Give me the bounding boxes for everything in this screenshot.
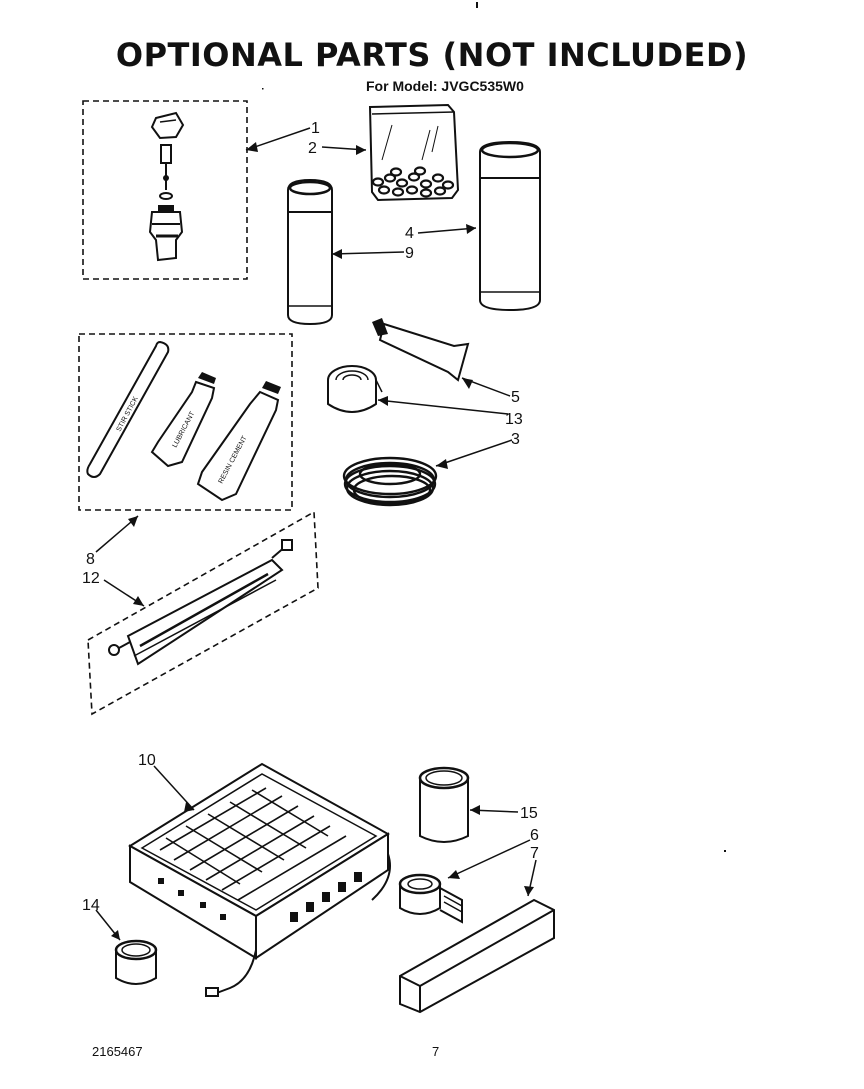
part-10-grid-tray bbox=[128, 762, 391, 997]
part-15-can bbox=[418, 766, 470, 843]
part-4-spray-can bbox=[479, 140, 541, 312]
callout-4: 4 bbox=[405, 225, 414, 242]
callout-15: 15 bbox=[520, 805, 538, 822]
part-3-wire-coil bbox=[342, 456, 438, 507]
lubricant-tube: LUBRICANT bbox=[150, 372, 216, 468]
part-2-oring-bag bbox=[368, 103, 460, 202]
callout-9: 9 bbox=[405, 245, 414, 262]
callout-3: 3 bbox=[511, 431, 520, 448]
model-line: For Model: JVGC535W0 bbox=[366, 78, 524, 94]
part-1-valve-kit bbox=[82, 100, 248, 280]
part-5-tube bbox=[372, 318, 470, 382]
callout-10: 10 bbox=[138, 752, 156, 769]
part-6-tape-roll bbox=[398, 873, 463, 924]
callout-5: 5 bbox=[511, 389, 520, 406]
callout-8: 8 bbox=[86, 551, 95, 568]
part-12-heater-panel bbox=[87, 510, 319, 716]
part-7-foam-block bbox=[399, 898, 555, 1014]
leader-arrowheads bbox=[111, 142, 534, 940]
scan-marks bbox=[262, 2, 726, 852]
page-title: OPTIONAL PARTS (NOT INCLUDED) bbox=[115, 36, 749, 74]
callout-14: 14 bbox=[82, 897, 100, 914]
callout-2: 2 bbox=[308, 140, 317, 157]
document-number: 2165467 bbox=[92, 1044, 143, 1059]
callout-13: 13 bbox=[505, 411, 523, 428]
callout-numbers: 1 2 9 4 5 13 3 8 12 10 15 6 7 14 bbox=[82, 120, 539, 914]
part-13-tape-roll bbox=[327, 365, 383, 413]
callout-7: 7 bbox=[530, 845, 539, 862]
part-9-spray-can bbox=[287, 178, 333, 326]
page-number: 7 bbox=[432, 1044, 440, 1059]
part-14-small-can bbox=[114, 939, 158, 985]
callout-1: 1 bbox=[311, 120, 320, 137]
cement-tube: RESIN CEMENT bbox=[196, 381, 281, 502]
part-8-kit: STIR STICK LUBRICANT RESIN CEMENT bbox=[78, 333, 293, 511]
callout-6: 6 bbox=[530, 827, 539, 844]
callout-12: 12 bbox=[82, 570, 100, 587]
